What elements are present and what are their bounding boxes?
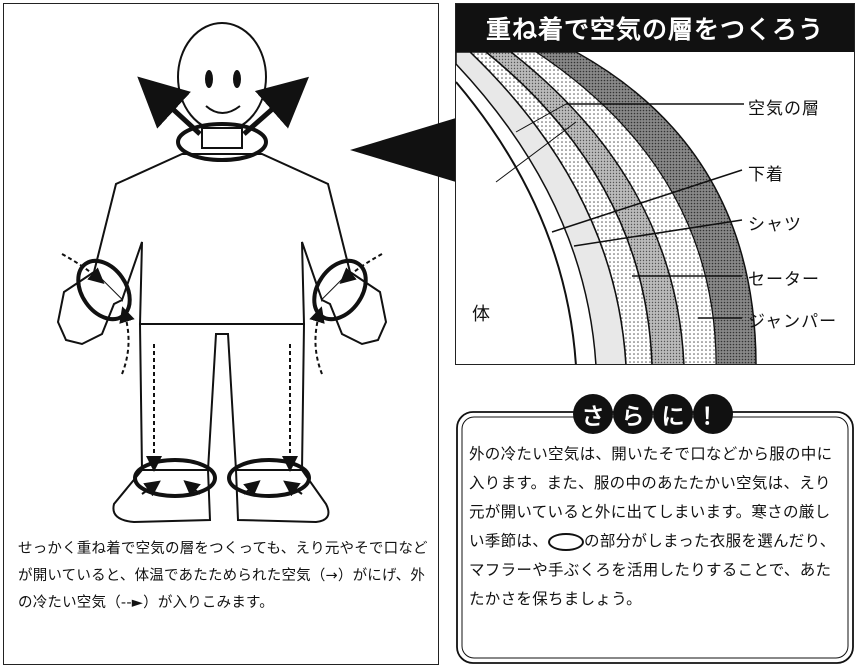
head	[177, 22, 267, 132]
label-air-layer: 空気の層	[748, 99, 820, 119]
label-underwear: 下着	[748, 165, 784, 185]
extra-text-part2: の部分がしまった衣服を選んだり、マフラーや手ぶくろを活用したりすることで、あたた…	[469, 532, 836, 608]
clothing-figure-panel: せっかく重ね着で空気の層をつくっても、えり元やそで口などが開いていると、体温であ…	[3, 3, 439, 665]
cold-air-arrow	[119, 306, 135, 375]
left-hem-oval	[133, 458, 217, 498]
badge-char: ！	[693, 394, 733, 434]
layers-title: 重ね着で空気の層をつくろう	[456, 4, 854, 52]
label-jumper: ジャンパー	[748, 312, 838, 332]
badge-char: さ	[573, 394, 613, 434]
cold-air-arrow	[61, 253, 105, 284]
extra-tips-text: 外の冷たい空気は、開いたそで口などから服の中に入ります。また、服の中のあたたかい…	[469, 440, 845, 614]
badge-char: ら	[613, 394, 653, 434]
shirt-outline	[92, 153, 352, 325]
pants-outline	[138, 323, 306, 471]
underwear-layer	[456, 52, 627, 364]
right-hem-oval	[227, 458, 311, 498]
collar-oval	[176, 122, 268, 162]
extra-text-part1: 外の冷たい空気は、開いたそで口などから服の中に入ります。また、服の中のあたたかい…	[469, 445, 833, 550]
oval-icon	[548, 532, 585, 551]
cold-air-arrow	[309, 306, 325, 375]
badge-char: に	[653, 394, 693, 434]
cold-air-arrow	[339, 253, 383, 284]
warm-air-arrow	[137, 76, 202, 136]
label-shirt: シャツ	[748, 215, 802, 235]
label-sweater: セーター	[748, 270, 820, 290]
warm-air-arrow	[242, 76, 310, 136]
person-illustration	[56, 22, 388, 524]
clothing-layers-diagram	[456, 52, 757, 364]
body-edge	[456, 81, 577, 364]
label-body: 体	[472, 304, 490, 325]
figure-caption: せっかく重ね着で空気の層をつくっても、えり元やそで口などが開いていると、体温であ…	[18, 541, 428, 611]
layers-panel: 重ね着で空気の層をつくろう	[455, 3, 855, 365]
extra-tips-box: さ ら に ！ 外の冷たい空気は、開いたそで口などから服の中に入ります。また、服…	[455, 394, 855, 665]
extra-badge: さ ら に ！	[573, 394, 733, 436]
